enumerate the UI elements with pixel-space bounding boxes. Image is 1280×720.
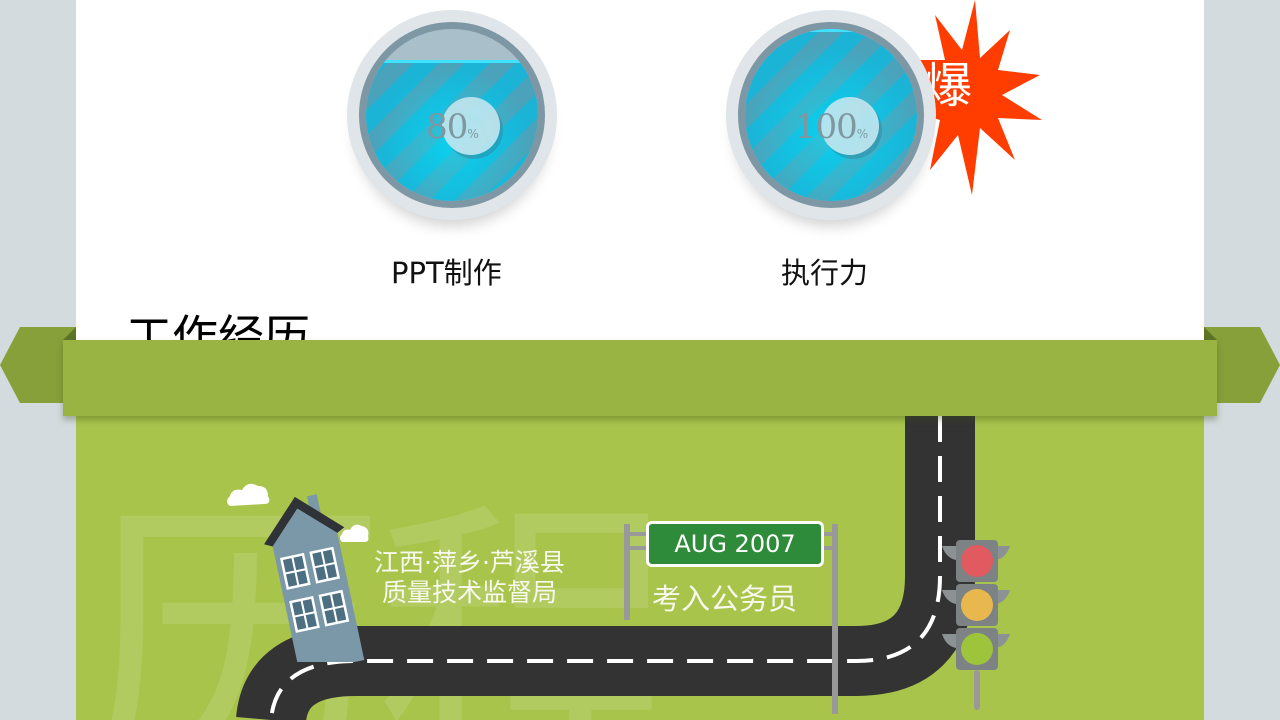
traffic-light-icon [942, 540, 1010, 710]
gauge-value-wrap: 80% [366, 107, 538, 147]
event-date-sign: AUG 2007 [646, 521, 824, 567]
section-ribbon-banner [63, 340, 1217, 416]
gauge-ring: 80% [359, 22, 545, 208]
gauge-bubble [442, 97, 500, 155]
gauge-value-wrap: 100% [745, 107, 917, 147]
gauge-value: 100 [794, 107, 858, 147]
road-graphic [236, 416, 975, 720]
section-title: 工作经历 [126, 310, 310, 340]
explosion-burst-icon [900, 0, 1042, 195]
skill-gauge-execution: 100% [726, 10, 936, 220]
cloud-icon [340, 524, 369, 542]
organization-location: 江西·萍乡·芦溪县 [374, 548, 565, 577]
ribbon-right-tail [1204, 327, 1280, 403]
event-title: 考入公务员 [652, 582, 798, 616]
gauge-bubble [821, 97, 879, 155]
gauge-value: 80 [426, 107, 468, 147]
organization-label: 江西·萍乡·芦溪县 质量技术监督局 [374, 548, 565, 608]
ribbon-left-tail [0, 327, 76, 403]
cloud-icon [227, 483, 270, 506]
gauge-glass: 100% [745, 29, 917, 201]
skill-label-ppt: PPT制作 [391, 256, 502, 290]
gauge-glass: 80% [366, 29, 538, 201]
white-content-panel [76, 0, 1204, 340]
gauge-water-fill [745, 29, 917, 201]
skill-gauge-ppt: 80% [347, 10, 557, 220]
skill-label-execution: 执行力 [781, 256, 869, 290]
organization-name: 质量技术监督局 [381, 578, 557, 607]
gauge-ring: 100% [738, 22, 924, 208]
gauge-unit: % [467, 127, 478, 141]
gauge-unit: % [856, 127, 868, 141]
house-icon [264, 494, 365, 662]
timeline-panel: 历程 江西·萍乡·芦溪县 [76, 416, 1204, 720]
